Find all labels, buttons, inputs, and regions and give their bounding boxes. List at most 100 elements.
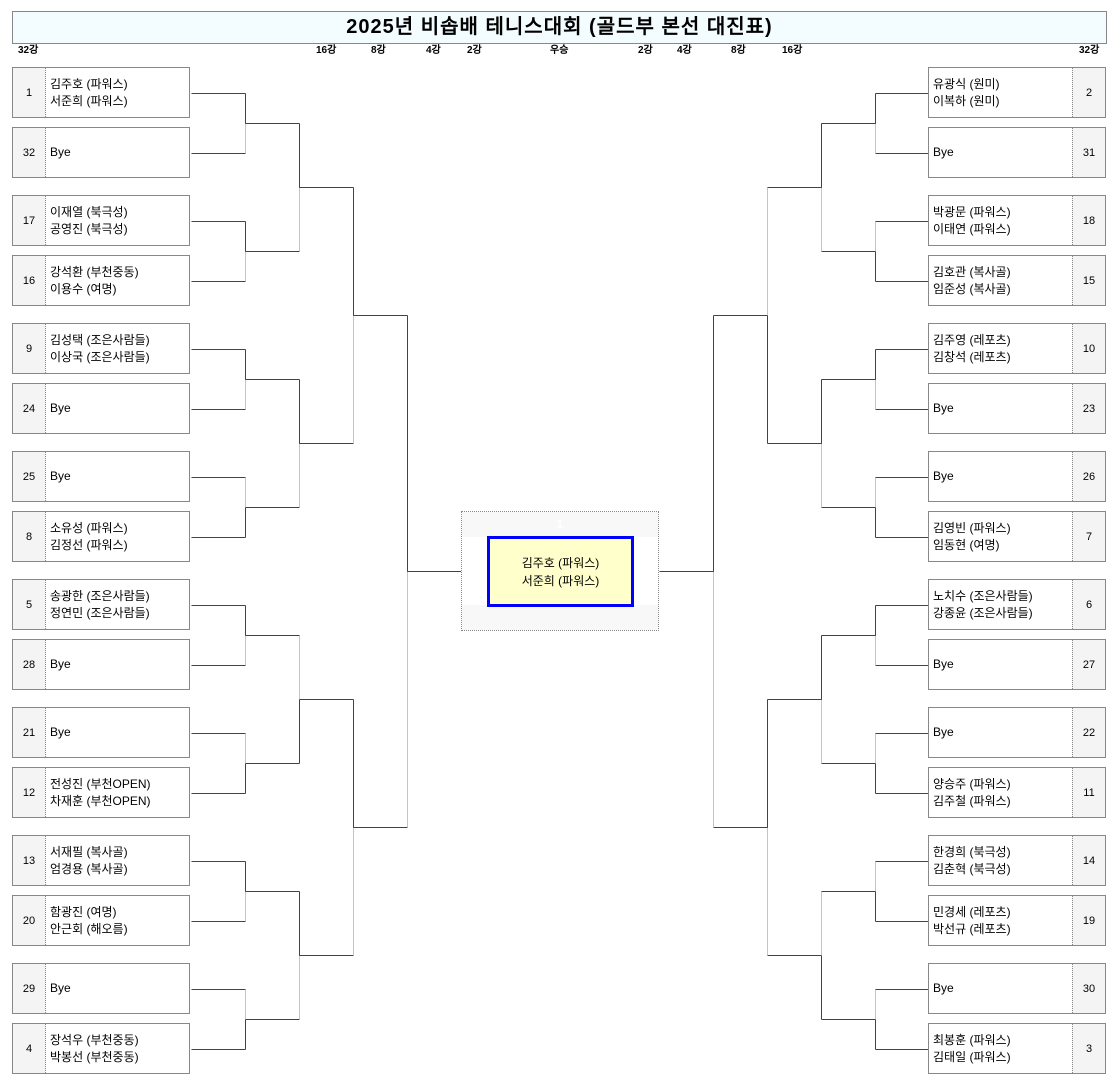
entry-box-seed-2[interactable]: 유광식 (원미)이복하 (원미)2 — [928, 67, 1106, 118]
team-names: 김주호 (파워스)서준희 (파워스) — [46, 68, 189, 117]
seed-number: 30 — [1072, 964, 1105, 1013]
entry-box-seed-30[interactable]: Bye 30 — [928, 963, 1106, 1014]
round-label-champion: 우승 — [550, 45, 569, 56]
entry-box-seed-19[interactable]: 민경세 (레포츠)박선규 (레포츠)19 — [928, 895, 1106, 946]
bye-label: Bye — [50, 657, 71, 671]
player-name: 박선규 (레포츠) — [933, 921, 1011, 936]
player-name: 노치수 (조은사람들) — [933, 588, 1033, 603]
seed-number: 5 — [13, 580, 46, 629]
team-names: 서재필 (복사골)엄경용 (복사골) — [46, 836, 189, 885]
player-name: 이복하 (원미) — [933, 93, 1000, 108]
round-label-32-left: 32강 — [18, 45, 39, 56]
champion-footer-band — [462, 605, 658, 630]
player-name: 함광진 (여명) — [50, 904, 117, 919]
seed-number: 11 — [1072, 768, 1105, 817]
team-names: 김성택 (조은사람들)이상국 (조은사람들) — [46, 324, 189, 373]
entry-box-seed-26[interactable]: Bye 26 — [928, 451, 1106, 502]
team-names: 유광식 (원미)이복하 (원미) — [929, 68, 1072, 117]
player-name: 최봉훈 (파워스) — [933, 1032, 1011, 1047]
entry-box-seed-21[interactable]: 21 Bye — [12, 707, 190, 758]
team-names: 강석환 (부천중동)이용수 (여명) — [46, 256, 189, 305]
team-names: 이재열 (북극성) 공영진 (북극성) — [46, 196, 189, 245]
bye-label: Bye — [933, 469, 954, 483]
seed-number: 31 — [1072, 128, 1105, 177]
player-name: 정연민 (조은사람들) — [50, 605, 150, 620]
team-names: Bye — [929, 128, 1072, 177]
team-names: Bye — [46, 708, 189, 757]
seed-number: 27 — [1072, 640, 1105, 689]
player-name: 소유성 (파워스) — [50, 520, 128, 535]
team-names: Bye — [46, 384, 189, 433]
player-name: 장석우 (부천중동) — [50, 1032, 139, 1047]
player-name: 임준성 (복사골) — [933, 281, 1011, 296]
seed-number: 8 — [13, 512, 46, 561]
champion-box[interactable]: 김주호 (파워스) 서준희 (파워스) — [487, 536, 634, 607]
team-names: Bye — [929, 384, 1072, 433]
seed-number: 26 — [1072, 452, 1105, 501]
team-names: 양승주 (파워스)김주철 (파워스) — [929, 768, 1072, 817]
entry-box-seed-10[interactable]: 김주영 (레포츠)김창석 (레포츠)10 — [928, 323, 1106, 374]
player-name: 이용수 (여명) — [50, 281, 117, 296]
seed-number: 2 — [1072, 68, 1105, 117]
player-name: 이재열 (북극성) — [50, 204, 128, 219]
entry-box-seed-15[interactable]: 김호관 (복사골)임준성 (복사골)15 — [928, 255, 1106, 306]
entry-box-seed-7[interactable]: 김영빈 (파워스) 임동현 (여명) 7 — [928, 511, 1106, 562]
entry-box-seed-11[interactable]: 양승주 (파워스)김주철 (파워스)11 — [928, 767, 1106, 818]
seed-number: 19 — [1072, 896, 1105, 945]
champion-seed: 1 — [556, 517, 564, 531]
entry-box-seed-28[interactable]: 28 Bye — [12, 639, 190, 690]
bye-label: Bye — [50, 145, 71, 159]
entry-box-seed-3[interactable]: 최봉훈 (파워스)김태일 (파워스)3 — [928, 1023, 1106, 1074]
entry-box-seed-18[interactable]: 박광문 (파워스)이태연 (파워스)18 — [928, 195, 1106, 246]
player-name: 안근회 (해오름) — [50, 921, 128, 936]
player-name: 김성택 (조은사람들) — [50, 332, 150, 347]
player-name: 김호관 (복사골) — [933, 264, 1011, 279]
seed-number: 24 — [13, 384, 46, 433]
player-name: 공영진 (북극성) — [50, 221, 128, 236]
team-names: Bye — [929, 964, 1072, 1013]
bye-label: Bye — [933, 981, 954, 995]
seed-number: 28 — [13, 640, 46, 689]
entry-box-seed-6[interactable]: 노치수 (조은사람들)강종윤 (조은사람들)6 — [928, 579, 1106, 630]
seed-number: 14 — [1072, 836, 1105, 885]
entry-box-seed-14[interactable]: 한경희 (북극성) 김춘혁 (북극성) 14 — [928, 835, 1106, 886]
player-name: 한경희 (북극성) — [933, 844, 1011, 859]
player-name: 전성진 (부천OPEN) — [50, 776, 151, 791]
seed-number: 1 — [13, 68, 46, 117]
team-names: 김영빈 (파워스) 임동현 (여명) — [929, 512, 1072, 561]
bye-label: Bye — [50, 725, 71, 739]
player-name: 박광문 (파워스) — [933, 204, 1011, 219]
seed-number: 22 — [1072, 708, 1105, 757]
round-label-2-right: 2강 — [638, 45, 653, 56]
player-name: 김주호 (파워스) — [50, 76, 128, 91]
seed-number: 10 — [1072, 324, 1105, 373]
player-name: 임동현 (여명) — [933, 537, 1000, 552]
team-names: 노치수 (조은사람들)강종윤 (조은사람들) — [929, 580, 1072, 629]
player-name: 김춘혁 (북극성) — [933, 861, 1011, 876]
seed-number: 21 — [13, 708, 46, 757]
seed-number: 3 — [1072, 1024, 1105, 1073]
player-name: 박봉선 (부천중동) — [50, 1049, 139, 1064]
seed-number: 7 — [1072, 512, 1105, 561]
team-names: Bye — [929, 640, 1072, 689]
player-name: 김영빈 (파워스) — [933, 520, 1011, 535]
